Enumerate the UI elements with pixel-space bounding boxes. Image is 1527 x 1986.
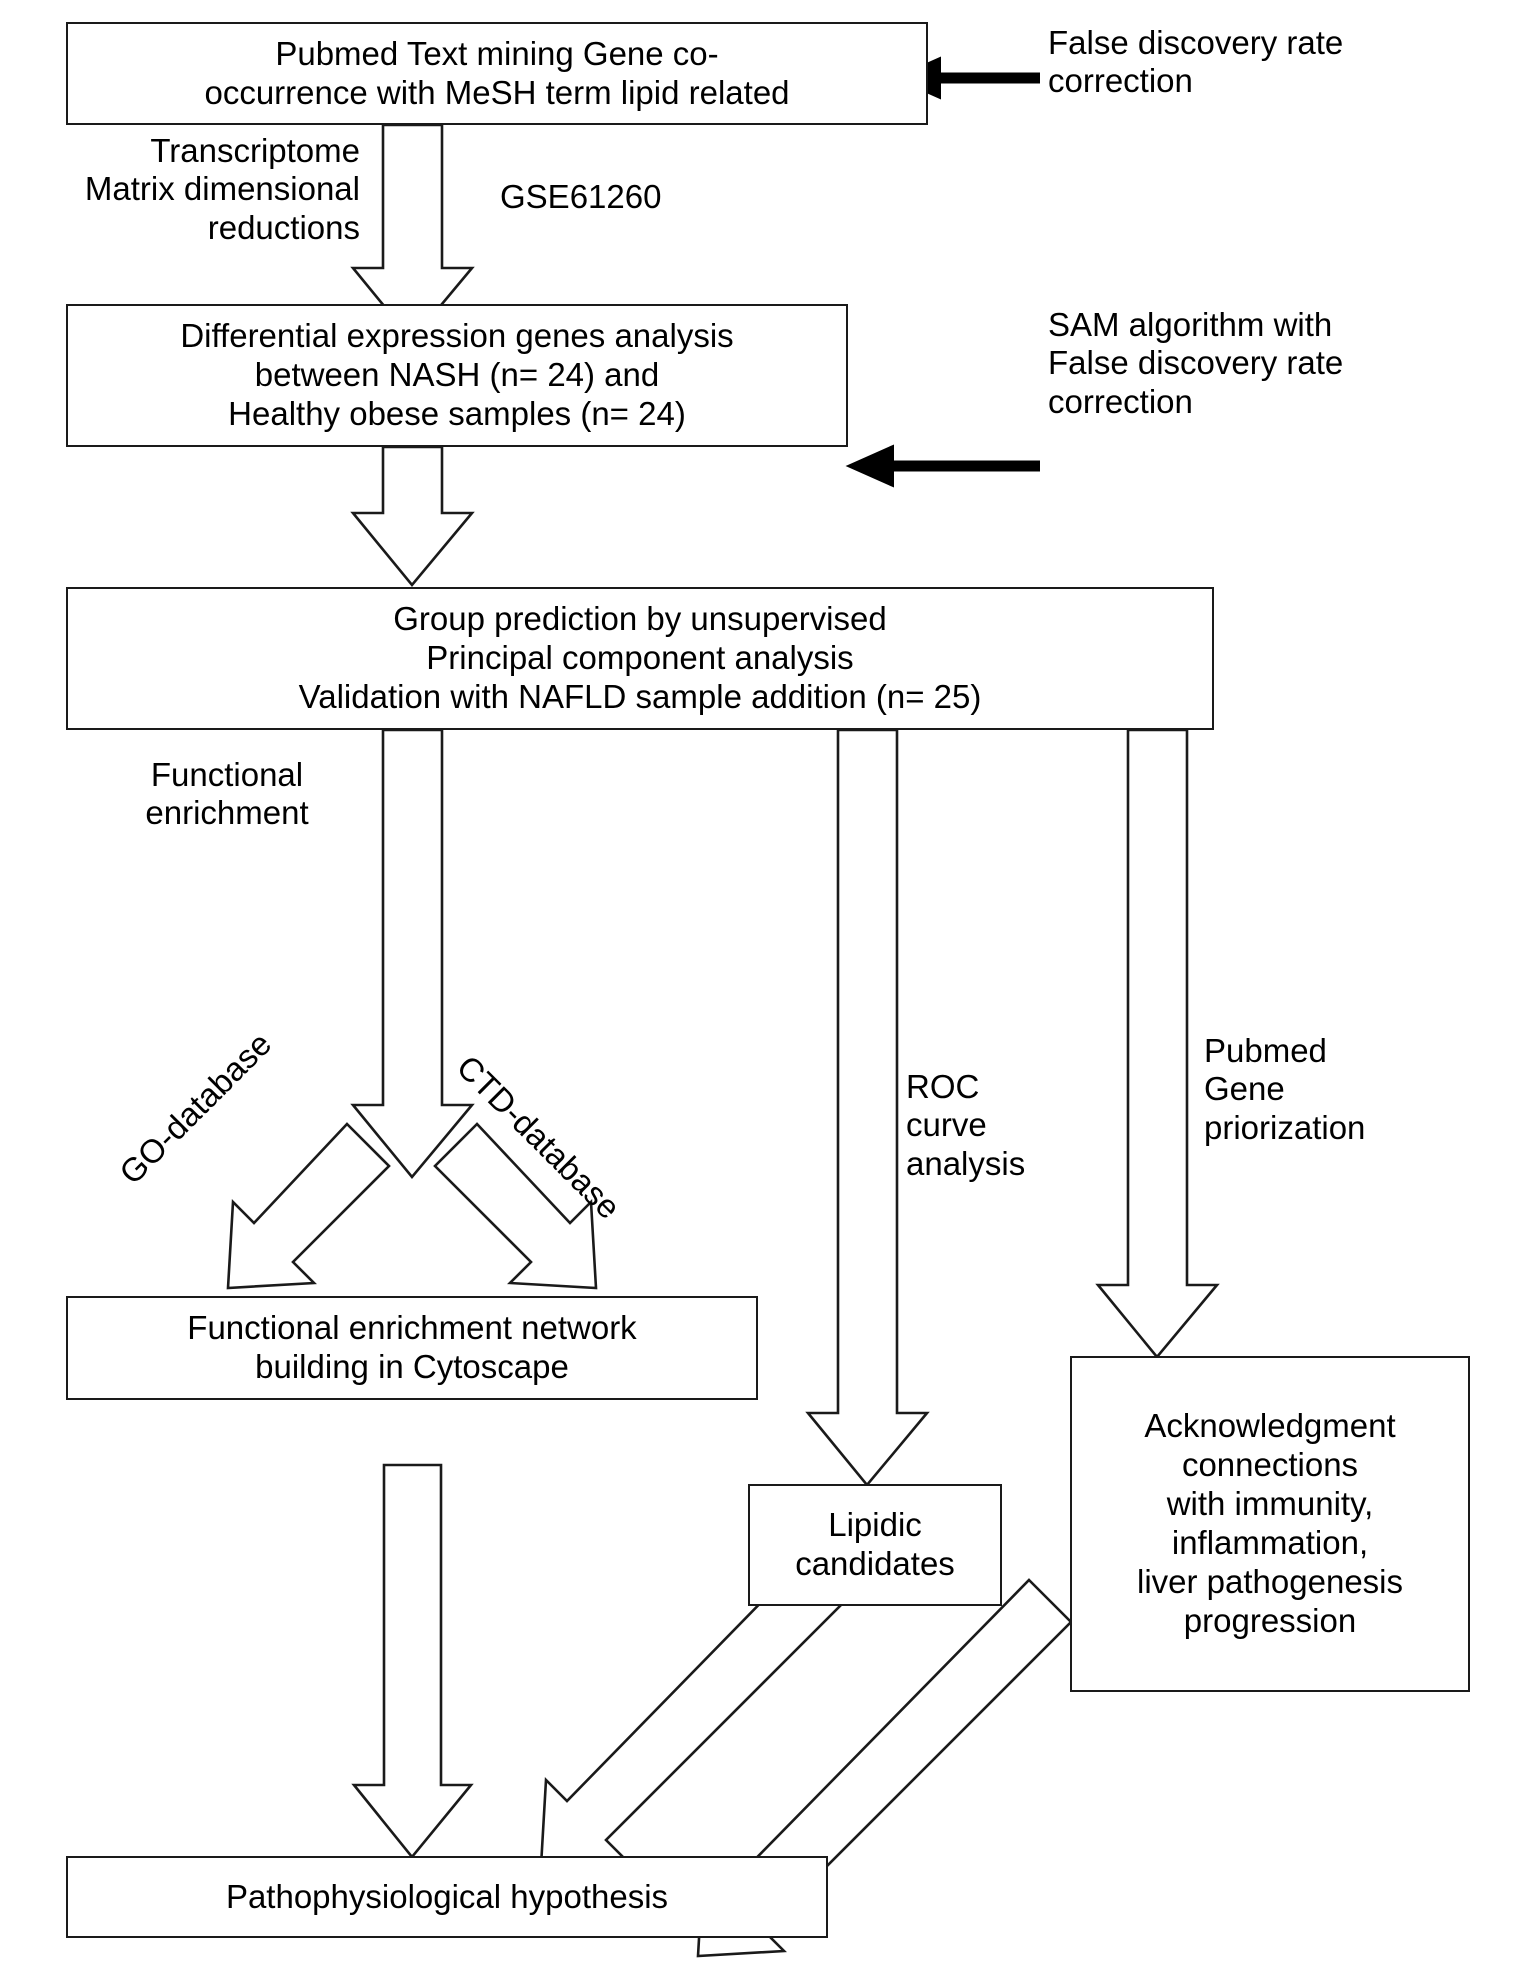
node-pubmed-text-mining[interactable]: Pubmed Text mining Gene co- occurrence w… [66,22,928,125]
label-transcriptome-matrix: Transcriptome Matrix dimensional reducti… [84,132,360,246]
label-fdr-correction-top: False discovery rate correction [1048,24,1344,100]
label-gse-accession: GSE61260 [500,178,662,215]
edge-deg-to-group [350,445,475,588]
node-pathophysiological-hypothesis[interactable]: Pathophysiological hypothesis [66,1856,828,1938]
label-sam-algorithm: SAM algorithm with False discovery rate … [1048,306,1344,420]
edge-group-to-split [350,728,475,1180]
edge-cytoscape-to-hypothesis [351,1463,474,1860]
node-group-prediction[interactable]: Group prediction by unsupervised Princip… [66,587,1214,730]
edge-split-to-cytoscape-go [226,1122,391,1290]
label-ctd-database: CTD-database [449,1048,628,1226]
label-roc-curve-analysis: ROC curve analysis [906,1068,1026,1182]
label-pubmed-priorization: Pubmed Gene priorization [1204,1032,1366,1146]
edge-sam-to-deg [845,444,1040,488]
edge-group-to-acknowledgment [1095,728,1220,1360]
node-acknowledgment[interactable]: Acknowledgment connections with immunity… [1070,1356,1470,1692]
node-lipidic-candidates[interactable]: Lipidic candidates [748,1484,1002,1606]
label-go-database: GO-database [112,1024,279,1192]
node-cytoscape-network[interactable]: Functional enrichment network building i… [66,1296,758,1400]
node-deg-analysis[interactable]: Differential expression genes analysis b… [66,304,848,447]
label-functional-enrichment: Functional enrichment [145,756,309,832]
